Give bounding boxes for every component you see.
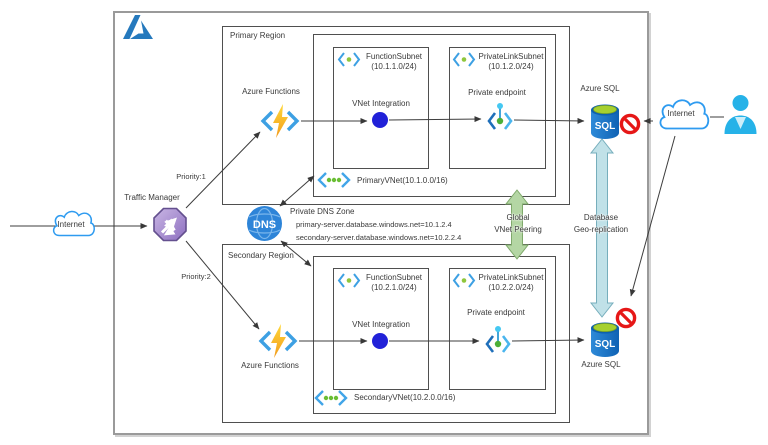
primary-privatelink-subnet-box — [449, 47, 546, 169]
dns-record-primary: primary-server.database.windows.net=10.1… — [296, 220, 452, 229]
line-primary-integration-to-endpoint — [388, 116, 482, 123]
secondary-vnet-label: SecondaryVNet(10.2.0.0/16) — [354, 393, 456, 402]
secondary-azure-functions-icon — [258, 323, 298, 359]
database-georeplication-arrow — [589, 138, 615, 318]
secondary-integration-label: VNet Integration — [352, 320, 410, 329]
line-dns-to-primary-vnet — [279, 175, 315, 207]
line-secondary-endpoint-to-sql — [511, 337, 585, 344]
primary-privatelink-subnet-name: PrivateLinkSubnet — [478, 52, 544, 61]
user-icon — [724, 94, 757, 134]
primary-blocked-icon — [619, 113, 641, 135]
secondary-blocked-icon — [615, 307, 637, 329]
primary-vnet-label: PrimaryVNet(10.1.0.0/16) — [357, 176, 448, 185]
line-primary-endpoint-to-sql — [513, 117, 585, 124]
secondary-endpoint-label: Private endpoint — [467, 308, 525, 317]
dns-icon-text: DNS — [253, 219, 276, 231]
secondary-privatelink-subnet-icon — [452, 272, 476, 289]
primary-function-subnet-cidr: (10.1.1.0/24) — [371, 62, 417, 71]
dns-record-secondary: secondary-server.database.windows.net=10… — [296, 233, 462, 242]
peering-label-line2: VNet Peering — [494, 225, 542, 234]
private-dns-zone-title: Private DNS Zone — [290, 207, 355, 216]
secondary-function-subnet-cidr: (10.2.1.0/24) — [371, 283, 417, 292]
right-internet-cloud-icon — [653, 95, 710, 135]
secondary-region-box — [222, 244, 570, 423]
secondary-function-subnet-icon — [337, 272, 361, 289]
right-internet-label: Internet — [667, 109, 695, 118]
priority1-label: Priority:1 — [176, 172, 206, 181]
line-dns-to-secondary-vnet — [280, 240, 312, 267]
secondary-function-subnet-box — [333, 268, 429, 390]
primary-integration-label: VNet Integration — [352, 99, 410, 108]
secondary-region-label: Secondary Region — [228, 251, 294, 260]
secondary-privatelink-subnet-name: PrivateLinkSubnet — [478, 273, 544, 282]
secondary-privatelink-subnet-box — [449, 268, 546, 390]
georeplication-label-line2: Geo-replication — [573, 225, 629, 234]
secondary-function-subnet-label: FunctionSubnet (10.2.1.0/24) — [366, 273, 422, 293]
primary-privatelink-subnet-label: PrivateLinkSubnet (10.1.2.0/24) — [479, 52, 544, 72]
primary-function-subnet-name: FunctionSubnet — [365, 52, 423, 61]
primary-vnet-box — [313, 34, 556, 197]
primary-region-label: Primary Region — [230, 31, 286, 40]
outer-boundary-box — [113, 11, 649, 435]
secondary-functions-label: Azure Functions — [241, 361, 299, 370]
traffic-manager-label: Traffic Manager — [124, 193, 180, 202]
azure-logo-icon — [121, 13, 155, 41]
primary-azure-sql-icon: SQL — [589, 103, 621, 141]
secondary-sql-label: Azure SQL — [581, 360, 621, 369]
secondary-function-subnet-name: FunctionSubnet — [365, 273, 423, 282]
line-tm-to-secondary-functions — [185, 240, 260, 330]
primary-functions-label: Azure Functions — [242, 87, 300, 96]
primary-sql-icon-text: SQL — [595, 121, 616, 132]
primary-function-subnet-label: FunctionSubnet (10.1.1.0/24) — [366, 52, 422, 72]
primary-azure-functions-icon — [260, 103, 300, 139]
left-internet-cloud-icon — [45, 207, 98, 241]
secondary-sql-icon-text: SQL — [595, 339, 616, 350]
secondary-private-endpoint-icon — [484, 325, 512, 355]
priority2-label: Priority:2 — [181, 272, 211, 281]
private-dns-icon: DNS — [246, 205, 283, 242]
primary-vnet-integration-icon — [372, 112, 388, 128]
georeplication-label-line1: Database — [583, 213, 619, 222]
traffic-manager-icon — [153, 207, 187, 242]
global-vnet-peering-arrow — [504, 189, 530, 260]
secondary-azure-sql-icon: SQL — [589, 321, 621, 359]
secondary-vnet-icon — [313, 389, 349, 407]
primary-vnet-icon — [316, 171, 352, 189]
secondary-vnet-integration-icon — [372, 333, 388, 349]
peering-label-line1: Global — [506, 213, 530, 222]
primary-sql-label: Azure SQL — [580, 84, 620, 93]
primary-region-box — [222, 26, 570, 205]
line-internet-to-secondary-blocked — [629, 135, 676, 297]
left-internet-label: Internet — [57, 220, 85, 229]
primary-privatelink-subnet-icon — [452, 51, 476, 68]
primary-endpoint-label: Private endpoint — [468, 88, 526, 97]
primary-private-endpoint-icon — [486, 102, 514, 132]
secondary-privatelink-subnet-cidr: (10.2.2.0/24) — [488, 283, 534, 292]
secondary-privatelink-subnet-label: PrivateLinkSubnet (10.2.2.0/24) — [479, 273, 544, 293]
secondary-vnet-box — [313, 256, 556, 414]
primary-function-subnet-icon — [337, 51, 361, 68]
primary-function-subnet-box — [333, 47, 429, 169]
line-tm-to-primary-functions — [185, 131, 261, 209]
primary-privatelink-subnet-cidr: (10.1.2.0/24) — [488, 62, 534, 71]
